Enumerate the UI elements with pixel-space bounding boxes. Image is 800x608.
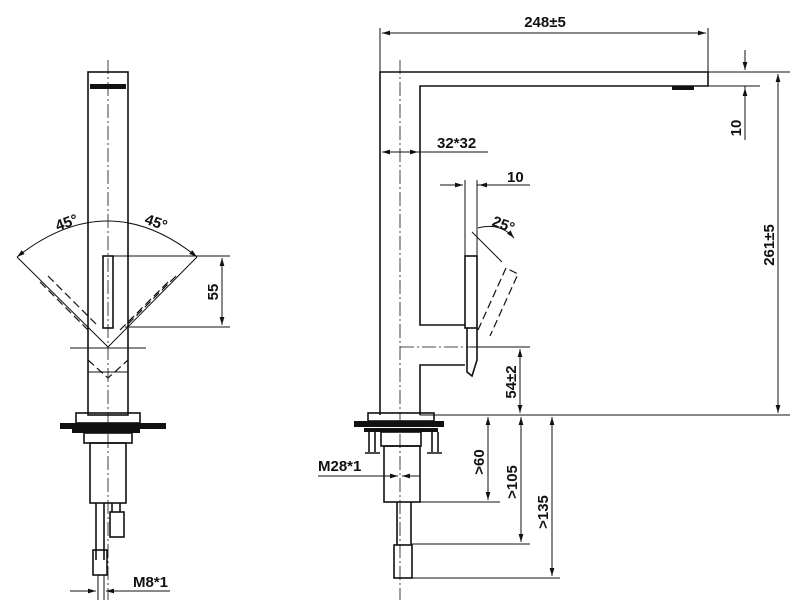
hose-thread-label: M8*1: [133, 574, 168, 591]
shank-side: [383, 445, 421, 503]
hose-fitting-right: [109, 511, 125, 538]
dim-32-label: 32*32: [437, 135, 476, 152]
angle-left-label: 45°: [53, 211, 80, 235]
shank-front: [89, 442, 127, 504]
front-view: 55 45° 45° M8*1: [16, 60, 230, 600]
hose-fitting-left: [92, 549, 108, 576]
dim-248-label: 248±5: [524, 14, 566, 31]
dim-135-label: >135: [535, 495, 552, 529]
hose-fitting-side: [393, 544, 413, 579]
dim-10-spout-label: 10: [728, 120, 745, 137]
dim-261-label: 261±5: [761, 224, 778, 266]
dim-10-handle-label: 10: [507, 169, 524, 186]
angle-25-label: 25°: [490, 213, 517, 237]
dim-55-label: 55: [205, 284, 222, 301]
side-view: 248±5 10 261±5 32*32 10 25° 54±2: [318, 14, 790, 600]
dim-60-label: >60: [471, 449, 488, 474]
dim-54-label: 54±2: [503, 365, 520, 398]
spout-body-side: [379, 71, 709, 415]
handle-side: [464, 255, 478, 329]
flange-side: [367, 412, 435, 422]
angle-right-label: 45°: [142, 211, 169, 235]
dim-105-label: >105: [504, 465, 521, 499]
thread-label: M28*1: [318, 458, 361, 475]
angle-arc: [16, 220, 198, 258]
